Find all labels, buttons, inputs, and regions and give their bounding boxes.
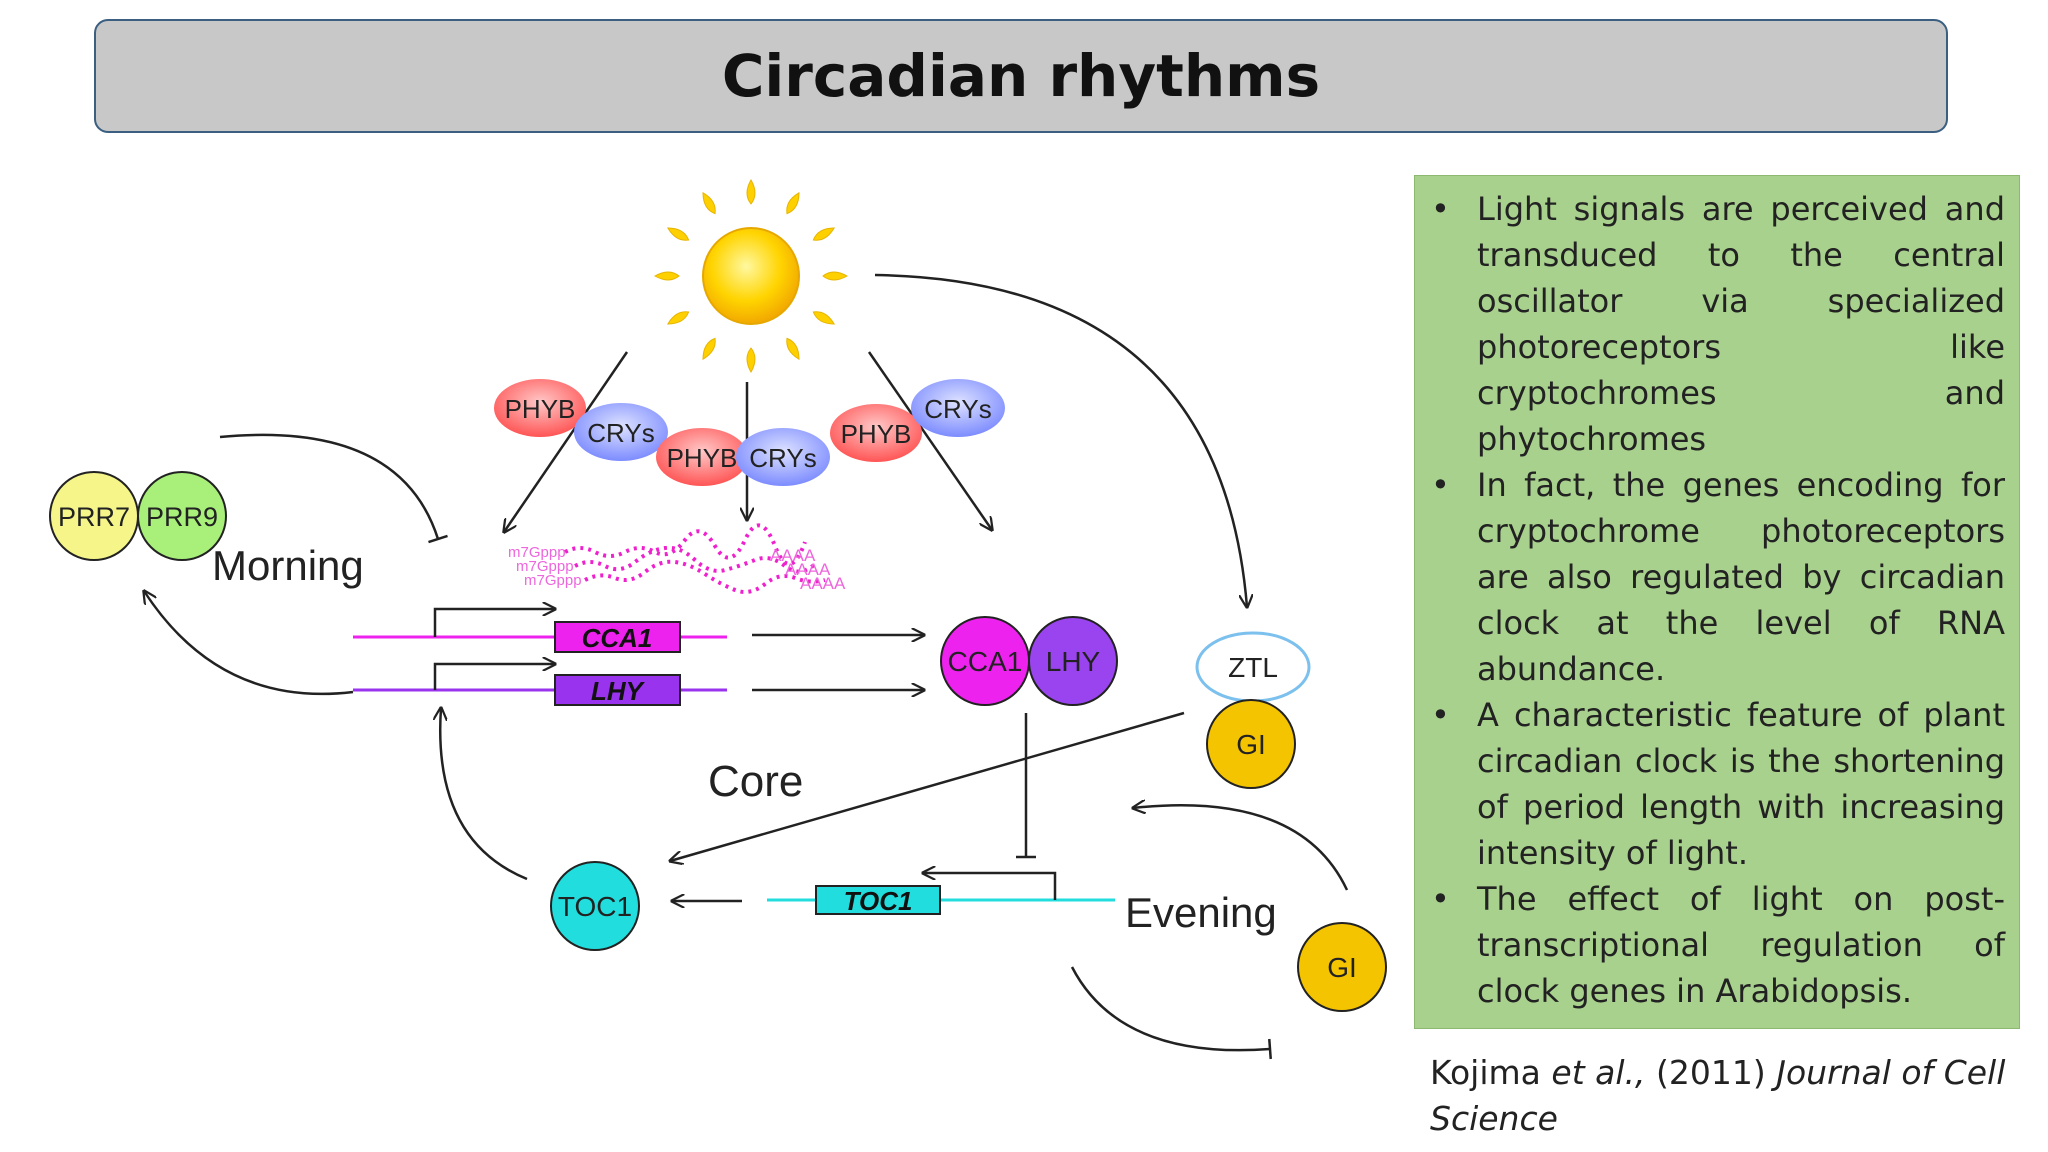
evening-label: Evening	[1125, 889, 1277, 936]
sun-icon	[653, 178, 849, 374]
prr9-label: PRR9	[146, 502, 218, 532]
bullet-item: The effect of light on post-transcriptio…	[1427, 876, 2005, 1014]
citation: Kojima et al., (2011) Journal of Cell Sc…	[1430, 1050, 2030, 1142]
citation-authors: Kojima	[1430, 1053, 1552, 1092]
citation-journal: Journal of Cell Science	[1430, 1053, 2006, 1138]
mrna-cap: m7Gppp	[508, 544, 566, 561]
mrna-tail: AAAA	[770, 546, 816, 565]
evening-inhibition	[1070, 966, 1272, 1060]
phyb-label: PHYB	[505, 394, 576, 424]
bullet-item: Light signals are perceived and transduc…	[1427, 186, 2005, 462]
lhy-protein-label: LHY	[1046, 646, 1101, 677]
prr7-label: PRR7	[58, 502, 130, 532]
mrna-tail: AAAA	[785, 560, 831, 579]
phyb-label: PHYB	[667, 443, 738, 473]
light-arrow-right	[867, 351, 992, 530]
toc1-gene-label: TOC1	[844, 886, 913, 916]
ztl-gi-to-toc1-arrow	[670, 711, 1185, 861]
gi-label: GI	[1327, 952, 1357, 983]
slide-title: Circadian rhythms	[721, 42, 1321, 110]
lhy-gene: LHY	[353, 664, 727, 706]
cca1-lhy-proteins: CCA1 LHY	[940, 616, 1118, 706]
gi-label: GI	[1236, 729, 1266, 760]
toc1-gene: TOC1	[767, 873, 1115, 916]
citation-year: (2011)	[1645, 1053, 1777, 1092]
cca1-gene-label: CCA1	[582, 623, 653, 653]
toc1-protein: TOC1	[550, 861, 640, 951]
lhy-gene-label: LHY	[591, 676, 646, 706]
phyb-label: PHYB	[841, 419, 912, 449]
circadian-clock-diagram: PHYB CRYs PHYB CRYs PHYB CRYs PRR7 PRR9 …	[49, 178, 1387, 1060]
info-box: Light signals are perceived and transduc…	[1414, 175, 2020, 1029]
citation-etal: et al.,	[1551, 1053, 1646, 1092]
mrna-cap: m7Gppp	[516, 558, 574, 575]
mrna-cap: m7Gppp	[524, 572, 582, 589]
ztl-label: ZTL	[1228, 652, 1278, 683]
core-label: Core	[708, 757, 803, 806]
photoreceptor-pair-2: PHYB CRYs	[656, 428, 830, 486]
evening-gi-arrow	[1133, 805, 1349, 891]
crys-label: CRYs	[587, 418, 654, 448]
ztl-gi-complex: ZTL GI	[1195, 631, 1311, 789]
cca1-gene: CCA1	[353, 609, 727, 653]
mrna-tail: AAAA	[800, 574, 846, 593]
mrna-transcripts: m7Gppp m7Gppp m7Gppp AAAA AAAA AAAA	[508, 523, 846, 594]
toc1-activation-arrow	[440, 708, 528, 881]
light-arrow-left	[504, 351, 629, 532]
crys-label: CRYs	[924, 394, 991, 424]
bullet-item: A characteristic feature of plant circad…	[1427, 692, 2005, 876]
morning-inhibition	[219, 433, 448, 544]
title-banner: Circadian rhythms	[94, 19, 1948, 133]
bullet-item: In fact, the genes encoding for cryptoch…	[1427, 462, 2005, 692]
gi-evening-protein: GI	[1297, 922, 1387, 1012]
crys-label: CRYs	[749, 443, 816, 473]
cca1-protein-label: CCA1	[948, 646, 1023, 677]
photoreceptor-pair-3: PHYB CRYs	[830, 379, 1005, 462]
toc1-protein-label: TOC1	[558, 891, 632, 922]
morning-label: Morning	[212, 542, 364, 589]
light-arrow-ztl	[874, 273, 1247, 607]
photoreceptor-pair-1: PHYB CRYs	[494, 379, 668, 461]
bullet-list: Light signals are perceived and transduc…	[1427, 186, 2005, 1014]
prr7-prr9-proteins: PRR7 PRR9	[49, 471, 227, 561]
morning-activation	[144, 591, 354, 696]
